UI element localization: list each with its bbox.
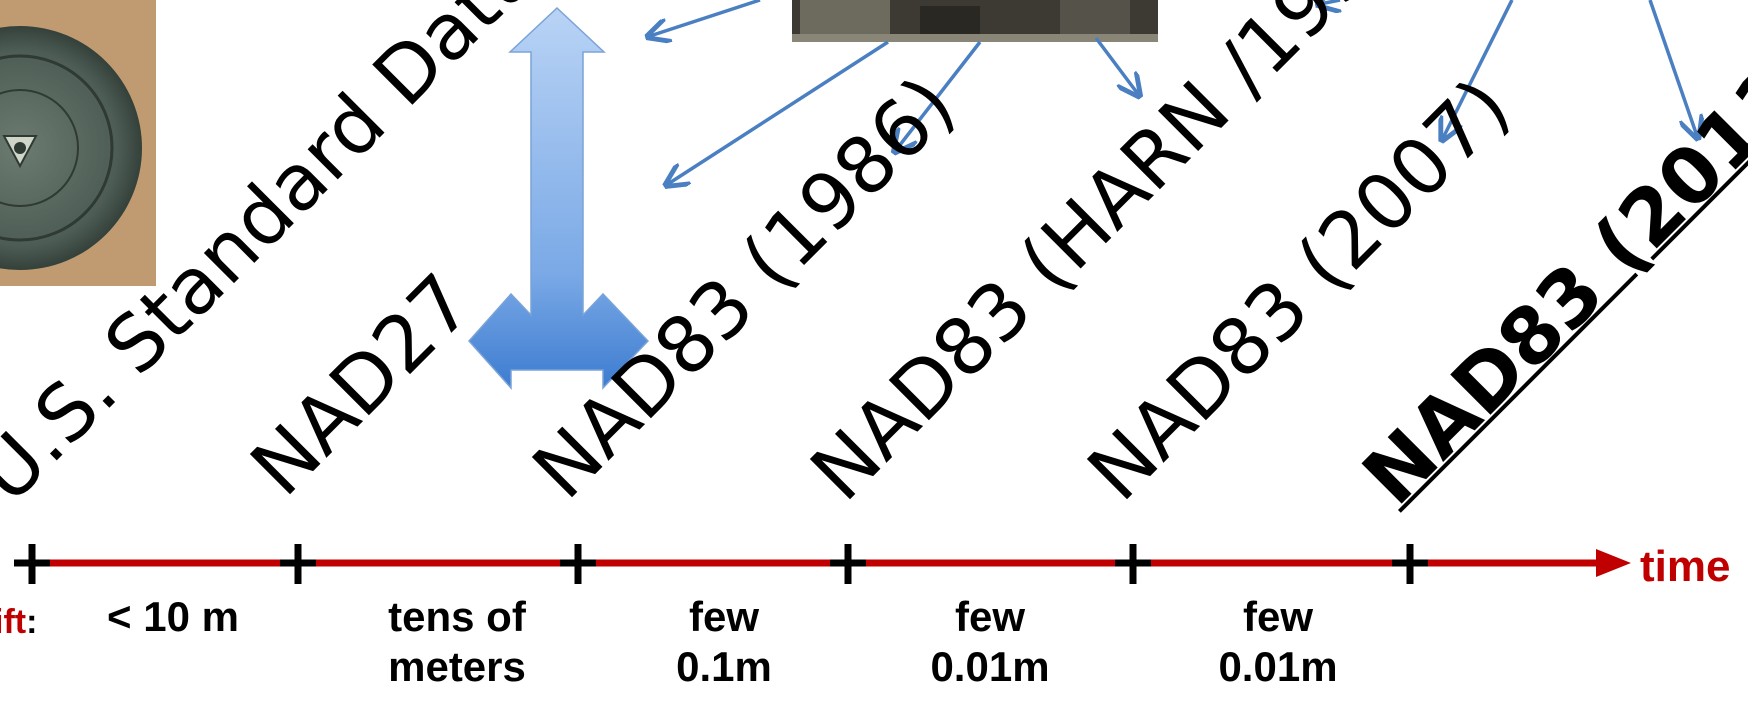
- time-axis-label: time: [1640, 542, 1731, 591]
- historic-photo-image: [792, 0, 1158, 42]
- shift-value-line2: 0.1m: [676, 643, 772, 691]
- timeline-tick: [1115, 544, 1151, 584]
- shift-label: ift:: [0, 603, 38, 641]
- pointer-arrow: [650, 0, 761, 36]
- shift-value-line2: meters: [388, 643, 526, 691]
- shift-value-line1: tens of: [388, 593, 526, 640]
- pointer-arrow: [896, 40, 982, 150]
- pointer-arrow: [1094, 36, 1138, 94]
- shift-value-line1: < 10 m: [107, 593, 239, 640]
- pointer-arrow: [668, 40, 889, 184]
- pointer-arrows: [650, 0, 1697, 184]
- timeline-axis: [14, 544, 1631, 584]
- pointer-arrow: [1443, 0, 1514, 138]
- timeline-arrowhead: [1596, 549, 1631, 577]
- benchmark-disk-image: [0, 0, 156, 286]
- shift-value-line1: few: [688, 593, 759, 640]
- shift-value-line2: 0.01m: [930, 643, 1050, 691]
- timeline-tick: [14, 544, 50, 584]
- timeline-tick: [830, 544, 866, 584]
- pointer-arrow: [1320, 0, 1340, 4]
- up-down-arrow-icon: [467, 6, 650, 390]
- timeline-tick: [560, 544, 596, 584]
- shift-value: < 10 m: [63, 592, 283, 642]
- timeline-tick: [1392, 544, 1428, 584]
- shift-value-line2: 0.01m: [1218, 643, 1338, 691]
- pointer-arrow: [1648, 0, 1697, 136]
- timeline-tick: [280, 544, 316, 584]
- shift-value-line1: few: [954, 593, 1025, 640]
- shift-value-line1: few: [1242, 593, 1313, 640]
